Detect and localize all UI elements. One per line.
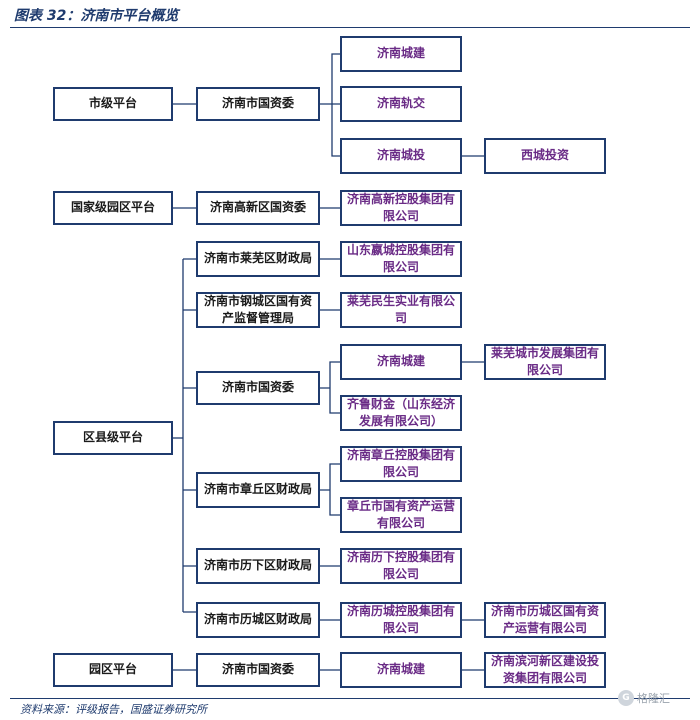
platform-zhangqiu-holding: 济南章丘控股集团有限公司: [340, 446, 462, 482]
owner-zhangqiu: 济南市章丘区财政局: [196, 472, 320, 508]
platform-hightech-group: 济南高新控股集团有限公司: [340, 190, 462, 226]
connector-city-branches: [320, 53, 340, 157]
platform-park-chengjian: 济南城建: [340, 652, 462, 688]
platform-lixia-holding: 济南历下控股集团有限公司: [340, 548, 462, 584]
owner-city-sasac: 济南市国资委: [196, 87, 320, 121]
owner-lixia: 济南市历下区财政局: [196, 548, 320, 584]
platform-jinan-guijiao: 济南轨交: [340, 86, 462, 122]
footer-divider: [10, 698, 690, 699]
watermark-logo-icon: G: [618, 690, 634, 706]
watermark-text: 格隆汇: [637, 692, 670, 705]
platform-district-chengjian: 济南城建: [340, 344, 462, 380]
subsidiary-laiwu-dev: 莱芜城市发展集团有限公司: [484, 344, 606, 380]
level-national-park: 国家级园区平台: [53, 191, 173, 225]
watermark: G 格隆汇: [618, 690, 670, 706]
level-district: 区县级平台: [53, 421, 173, 455]
connector-district-sasac-branches: [320, 361, 340, 414]
connector-zhangqiu-branches: [320, 463, 340, 516]
title-divider: [10, 27, 690, 28]
platform-shandong-ying: 山东嬴城控股集团有限公司: [340, 241, 462, 277]
owner-gangcheng: 济南市钢城区国有资产监督管理局: [196, 292, 320, 328]
owner-park-sasac: 济南市国资委: [196, 653, 320, 687]
platform-jinan-chengjian: 济南城建: [340, 36, 462, 72]
subsidiary-binhe: 济南滨河新区建设投资集团有限公司: [484, 652, 606, 688]
platform-licheng-holding: 济南历城控股集团有限公司: [340, 602, 462, 638]
owner-hightech-sasac: 济南高新区国资委: [196, 191, 320, 225]
level-city: 市级平台: [53, 87, 173, 121]
platform-qilu-caijin: 齐鲁财金（山东经济发展有限公司）: [340, 395, 462, 431]
level-park: 园区平台: [53, 653, 173, 687]
owner-district-sasac: 济南市国资委: [196, 371, 320, 405]
platform-zhangqiu-state: 章丘市国有资产运营有限公司: [340, 497, 462, 533]
source-note: 资料来源：评级报告，国盛证券研究所: [20, 703, 207, 716]
subsidiary-xicheng: 西城投资: [484, 138, 606, 174]
platform-jinan-chengtou: 济南城投: [340, 138, 462, 174]
owner-laiwu-finance: 济南市莱芜区财政局: [196, 241, 320, 277]
platform-laiwu-minsheng: 莱芜民生实业有限公司: [340, 292, 462, 328]
subsidiary-licheng-state: 济南市历城区国有资产运营有限公司: [484, 602, 606, 638]
connector-district-owners: [183, 258, 196, 613]
owner-licheng: 济南市历城区财政局: [196, 602, 320, 638]
figure-title: 图表 32：济南市平台概览: [14, 8, 179, 24]
